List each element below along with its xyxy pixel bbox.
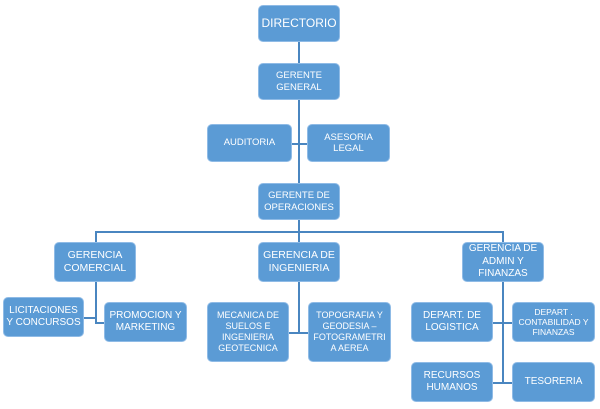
connector xyxy=(493,382,512,384)
connector xyxy=(502,282,504,383)
node-topografia[interactable]: TOPOGRAFIA Y GEODESIA – FOTOGRAMETRI A A… xyxy=(308,302,391,362)
node-directorio[interactable]: DIRECTORIO xyxy=(258,5,340,42)
connector xyxy=(289,332,308,334)
connector xyxy=(84,317,95,319)
connector xyxy=(95,282,97,323)
connector xyxy=(298,42,300,183)
connector xyxy=(95,231,503,233)
node-gerencia-admin[interactable]: GERENCIA DE ADMIN Y FINANZAS xyxy=(462,242,544,282)
connector xyxy=(493,322,512,324)
node-gerencia-ingenieria[interactable]: GERENCIA DE INGENIERIA xyxy=(258,242,340,282)
node-auditoria[interactable]: AUDITORIA xyxy=(207,124,292,162)
node-licitaciones[interactable]: LICITACIONES Y CONCURSOS xyxy=(3,297,84,337)
node-contabilidad[interactable]: DEPART . CONTABILIDAD Y FINANZAS xyxy=(512,302,595,342)
node-mecanica[interactable]: MECANICA DE SUELOS E INGENIERIA GEOTECNI… xyxy=(207,302,289,362)
node-promocion[interactable]: PROMOCION Y MARKETING xyxy=(104,302,187,342)
connector xyxy=(298,282,300,333)
node-logistica[interactable]: DEPART. DE LOGISTICA xyxy=(411,302,493,342)
node-gerencia-comercial[interactable]: GERENCIA COMERCIAL xyxy=(54,242,136,282)
node-gerente-general[interactable]: GERENTE GENERAL xyxy=(258,63,340,100)
connector xyxy=(502,231,504,242)
connector xyxy=(95,231,97,242)
connector xyxy=(292,143,307,145)
node-gerente-operaciones[interactable]: GERENTE DE OPERACIONES xyxy=(258,183,340,220)
node-recursos-humanos[interactable]: RECURSOS HUMANOS xyxy=(411,362,493,402)
node-tesoreria[interactable]: TESORERIA xyxy=(512,362,595,402)
node-asesoria-legal[interactable]: ASESORIA LEGAL xyxy=(307,124,390,162)
connector xyxy=(95,322,104,324)
